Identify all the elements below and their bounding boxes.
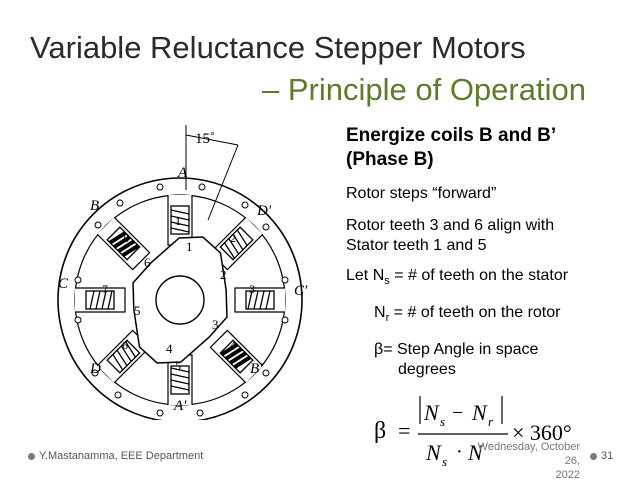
formula-num-right: N [471, 400, 488, 425]
stator-label-b-prime: B' [250, 361, 263, 377]
stator-label-d: D [89, 361, 101, 377]
footer-date: Wednesday, October 26, 2022 [470, 440, 580, 482]
bullet-ns: Let Ns = # of teeth on the stator [346, 266, 636, 291]
bullet-nr: Nr = # of teeth on the rotor [374, 303, 638, 328]
stator-number: 2 [230, 231, 236, 245]
stator-number: 6 [122, 338, 128, 352]
slide-subtitle: – Principle of Operation [262, 72, 586, 107]
footer-page-number: 31 [590, 450, 613, 462]
stator-label-a-prime: A' [173, 398, 187, 414]
stator-number: 7 [102, 282, 108, 296]
formula-den-dot: · [456, 441, 463, 463]
bullet-item: Rotor steps “forward” [346, 185, 497, 202]
stator-label-d-prime: D' [256, 203, 272, 219]
footer-author: Y.Mastanamma, EEE Department [28, 450, 203, 462]
angle-label: 15˚ [195, 131, 215, 147]
step-angle-formula: β = N s − N r N s · N × 360° [374, 396, 572, 469]
stator-number: 4 [230, 338, 236, 352]
stator-number: 8 [123, 231, 129, 245]
bullet-list: Energize coils B and B’ (Phase B) Rotor … [346, 124, 636, 380]
ns-text: = # of teeth on the stator [389, 267, 569, 284]
ns-sub: s [384, 275, 390, 288]
stator-number: 5 [175, 359, 181, 373]
formula-num-right-sub: r [488, 414, 494, 429]
formula-den-left: N [425, 440, 442, 465]
rotor-center [155, 275, 205, 325]
formula-den-left-sub: s [442, 454, 447, 469]
footer-date-line2: 2022 [555, 469, 580, 481]
bullet-dot-icon [590, 452, 597, 460]
bullet-beta-cont: degrees [398, 361, 456, 379]
ns-prefix: Let N [346, 267, 385, 284]
nr-sub: r [385, 312, 390, 325]
bullet-item: Stator teeth 1 and 5 [346, 237, 487, 254]
footer-page-text: 31 [601, 450, 614, 462]
bullet-heading-1: Energize coils B and B’ [346, 125, 557, 146]
formula-times: × 360° [512, 420, 572, 445]
nr-prefix: N [374, 304, 386, 322]
bullet-dot-icon [28, 452, 35, 460]
rotor-number: 4 [166, 341, 173, 356]
formula-beta: β [374, 418, 386, 444]
rotor-number: 3 [212, 317, 219, 332]
rotor-number: 6 [144, 255, 151, 270]
stator-number: 3 [249, 282, 255, 296]
slide-title: Variable Reluctance Stepper Motors [30, 30, 526, 65]
formula-num-left-sub: s [440, 414, 445, 429]
footer-date-line1: Wednesday, October 26, [477, 441, 580, 467]
bullet-item: Rotor teeth 3 and 6 align with [346, 217, 555, 234]
footer-author-text: Y.Mastanamma, EEE Department [39, 450, 204, 462]
rotor-number: 1 [186, 239, 193, 254]
stator-number: 1 [175, 214, 181, 228]
bullet-beta: β= Step Angle in space [374, 341, 539, 359]
stepper-motor-diagram: A B D' C C' D B' A' 15˚ 1 8 2 7 3 6 4 5 … [57, 125, 308, 420]
formula-num-minus: − [452, 402, 463, 424]
stator-label-a: A [177, 165, 188, 181]
formula-den-right: N [467, 440, 484, 465]
stator-label-b: B [90, 198, 99, 214]
rotor-number: 2 [220, 267, 227, 282]
stator-label-c-prime: C' [294, 283, 308, 299]
formula-num-left: N [423, 400, 440, 425]
bullet-heading-2: (Phase B) [346, 149, 434, 170]
formula-equals: = [398, 418, 410, 443]
rotor-number: 5 [134, 303, 141, 318]
stator-label-c: C [58, 276, 69, 292]
nr-text: = # of teeth on the rotor [389, 304, 561, 322]
